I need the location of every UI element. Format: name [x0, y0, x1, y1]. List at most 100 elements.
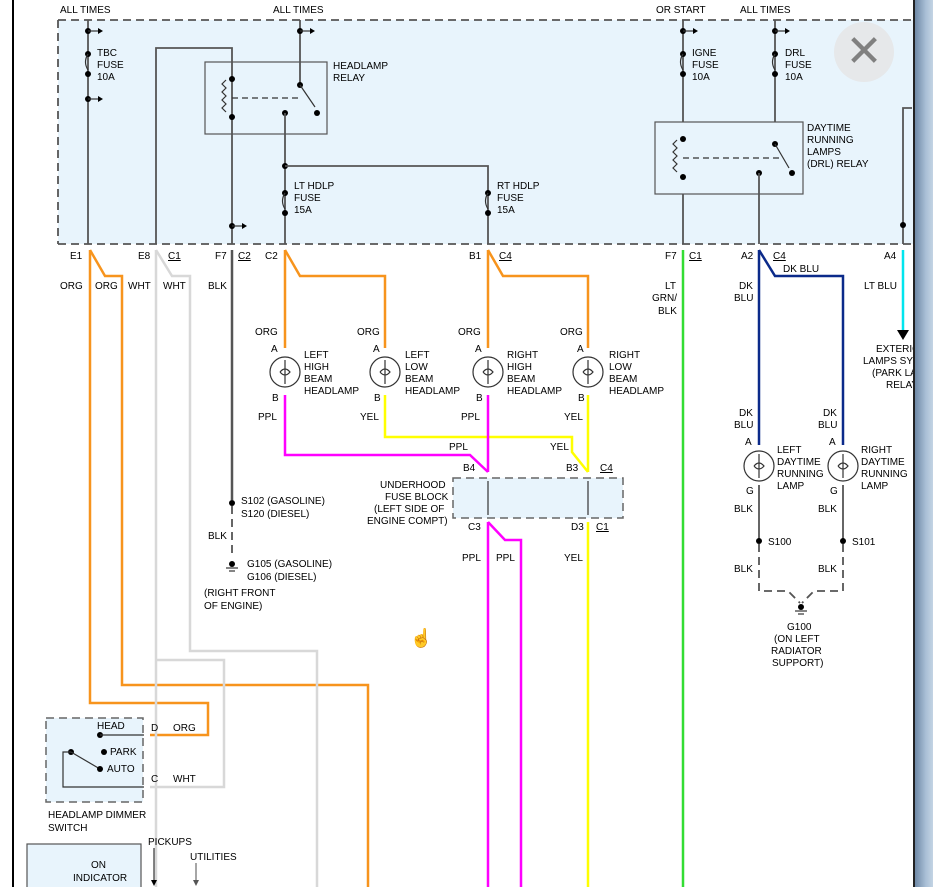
svg-text:G100: G100 [787, 622, 812, 633]
svg-text:DRL: DRL [785, 48, 805, 59]
svg-text:RADIATOR: RADIATOR [771, 646, 822, 657]
svg-text:A: A [373, 344, 380, 355]
svg-text:A: A [745, 437, 752, 448]
svg-text:C1: C1 [689, 251, 702, 262]
svg-text:LT: LT [665, 281, 676, 292]
svg-text:LAMP: LAMP [861, 481, 889, 492]
svg-text:ORG: ORG [95, 281, 118, 292]
headlamp-dimmer-switch: HEAD PARK AUTO D C HEADLAMP DIMMER SWITC… [45, 717, 158, 834]
svg-text:BLU: BLU [734, 293, 753, 304]
svg-text:RIGHT: RIGHT [507, 350, 538, 361]
svg-text:SWITCH: SWITCH [48, 823, 87, 834]
svg-text:BLU: BLU [818, 420, 837, 431]
svg-text:10A: 10A [692, 72, 710, 83]
svg-text:(LEFT SIDE OF: (LEFT SIDE OF [374, 504, 444, 515]
svg-text:WHT: WHT [163, 281, 186, 292]
svg-text:PPL: PPL [449, 442, 468, 453]
svg-text:LOW: LOW [405, 362, 428, 373]
svg-text:HEADLAMP: HEADLAMP [304, 386, 359, 397]
svg-text:RELAY: RELAY [886, 380, 918, 391]
svg-text:OF ENGINE): OF ENGINE) [204, 601, 262, 612]
svg-text:A: A [271, 344, 278, 355]
svg-text:C2: C2 [238, 251, 251, 262]
svg-text:DAYTIME: DAYTIME [807, 123, 851, 134]
svg-text:YEL: YEL [360, 412, 379, 423]
svg-text:B1: B1 [469, 251, 482, 262]
svg-text:RIGHT: RIGHT [609, 350, 640, 361]
svg-text:C4: C4 [600, 463, 613, 474]
svg-text:BEAM: BEAM [405, 374, 433, 385]
power-label-igne: OR START [656, 5, 706, 16]
svg-text:DAYTIME: DAYTIME [861, 457, 905, 468]
tbc-circuit: TBC FUSE 10A [84, 20, 124, 244]
svg-text:RUNNING: RUNNING [807, 135, 854, 146]
svg-text:YEL: YEL [550, 442, 569, 453]
svg-text:UTILITIES: UTILITIES [190, 852, 237, 863]
svg-text:S101: S101 [852, 537, 876, 548]
svg-text:G: G [830, 486, 838, 497]
svg-text:BLK: BLK [818, 504, 837, 515]
svg-text:DK: DK [739, 281, 753, 292]
svg-text:E8: E8 [138, 251, 151, 262]
svg-text:EXTERIO: EXTERIO [876, 344, 920, 355]
svg-text:PPL: PPL [496, 553, 515, 564]
close-button[interactable]: ✕ [834, 22, 894, 82]
frame-right-border [913, 0, 915, 887]
frame-left-border [12, 0, 14, 887]
svg-text:UNDERHOOD: UNDERHOOD [380, 480, 446, 491]
ground-g105: S102 (GASOLINE) S120 (DIESEL) G105 (GASO… [204, 496, 332, 612]
svg-text:RUNNING: RUNNING [777, 469, 824, 480]
svg-text:A4: A4 [884, 251, 897, 262]
svg-text:WHT: WHT [128, 281, 151, 292]
svg-text:G: G [746, 486, 754, 497]
svg-text:DK: DK [739, 408, 753, 419]
svg-text:YEL: YEL [564, 553, 583, 564]
svg-text:FUSE: FUSE [692, 60, 719, 71]
svg-text:BEAM: BEAM [609, 374, 637, 385]
svg-text:LEFT: LEFT [777, 445, 801, 456]
headlamp-right-high: A B RIGHT HIGH BEAM HEADLAMP [472, 344, 562, 404]
svg-text:BLK: BLK [208, 281, 227, 292]
svg-text:BEAM: BEAM [304, 374, 332, 385]
svg-text:G105 (GASOLINE): G105 (GASOLINE) [247, 559, 332, 570]
svg-text:(ON LEFT: (ON LEFT [774, 634, 820, 645]
svg-text:PPL: PPL [461, 412, 480, 423]
svg-text:S120 (DIESEL): S120 (DIESEL) [241, 509, 309, 520]
svg-text:ORG: ORG [255, 327, 278, 338]
wire-color-labels: ORG ORG WHT WHT BLK ORG ORG ORG ORG PPL … [60, 264, 897, 785]
svg-text:D3: D3 [571, 522, 584, 533]
svg-text:FUSE: FUSE [785, 60, 812, 71]
svg-text:ORG: ORG [560, 327, 583, 338]
svg-text:WHT: WHT [173, 774, 196, 785]
drl-lamp-right: A G RIGHT DAYTIME RUNNING LAMP [827, 437, 908, 540]
svg-text:BLU: BLU [734, 420, 753, 431]
svg-text:(DRL) RELAY: (DRL) RELAY [807, 159, 869, 170]
svg-text:F7: F7 [665, 251, 677, 262]
svg-text:FUSE BLOCK: FUSE BLOCK [385, 492, 449, 503]
svg-text:GRN/: GRN/ [652, 293, 677, 304]
svg-text:10A: 10A [785, 72, 803, 83]
close-icon: ✕ [845, 26, 883, 77]
svg-text:HEADLAMP: HEADLAMP [609, 386, 664, 397]
hand-cursor-icon: ☝ [410, 628, 433, 648]
svg-text:HEADLAMP: HEADLAMP [405, 386, 460, 397]
svg-text:E1: E1 [70, 251, 83, 262]
fuse-tbc-name: TBC [97, 48, 117, 59]
svg-text:LAMPS SY: LAMPS SY [863, 356, 913, 367]
power-label-drl: ALL TIMES [740, 5, 791, 16]
svg-text:BLK: BLK [818, 564, 837, 575]
scrollbar[interactable] [915, 0, 933, 887]
headlamp-right-low: A B RIGHT LOW BEAM HEADLAMP [572, 344, 664, 404]
svg-text:F7: F7 [215, 251, 227, 262]
svg-text:HEADLAMP DIMMER: HEADLAMP DIMMER [48, 810, 146, 821]
connector-labels: E1 E8 C1 F7 C2 C2 B1 C4 F7 C1 A2 C4 A4 [70, 251, 897, 262]
svg-text:(RIGHT FRONT: (RIGHT FRONT [204, 588, 275, 599]
exterior-lamps-ref: EXTERIO LAMPS SY (PARK LA RELAY [863, 344, 920, 391]
svg-text:C2: C2 [265, 251, 278, 262]
svg-text:C1: C1 [596, 522, 609, 533]
drl-lamp-left: A G LEFT DAYTIME RUNNING LAMP [743, 437, 824, 540]
svg-text:LEFT: LEFT [405, 350, 429, 361]
svg-text:HIGH: HIGH [304, 362, 329, 373]
svg-text:PPL: PPL [462, 553, 481, 564]
